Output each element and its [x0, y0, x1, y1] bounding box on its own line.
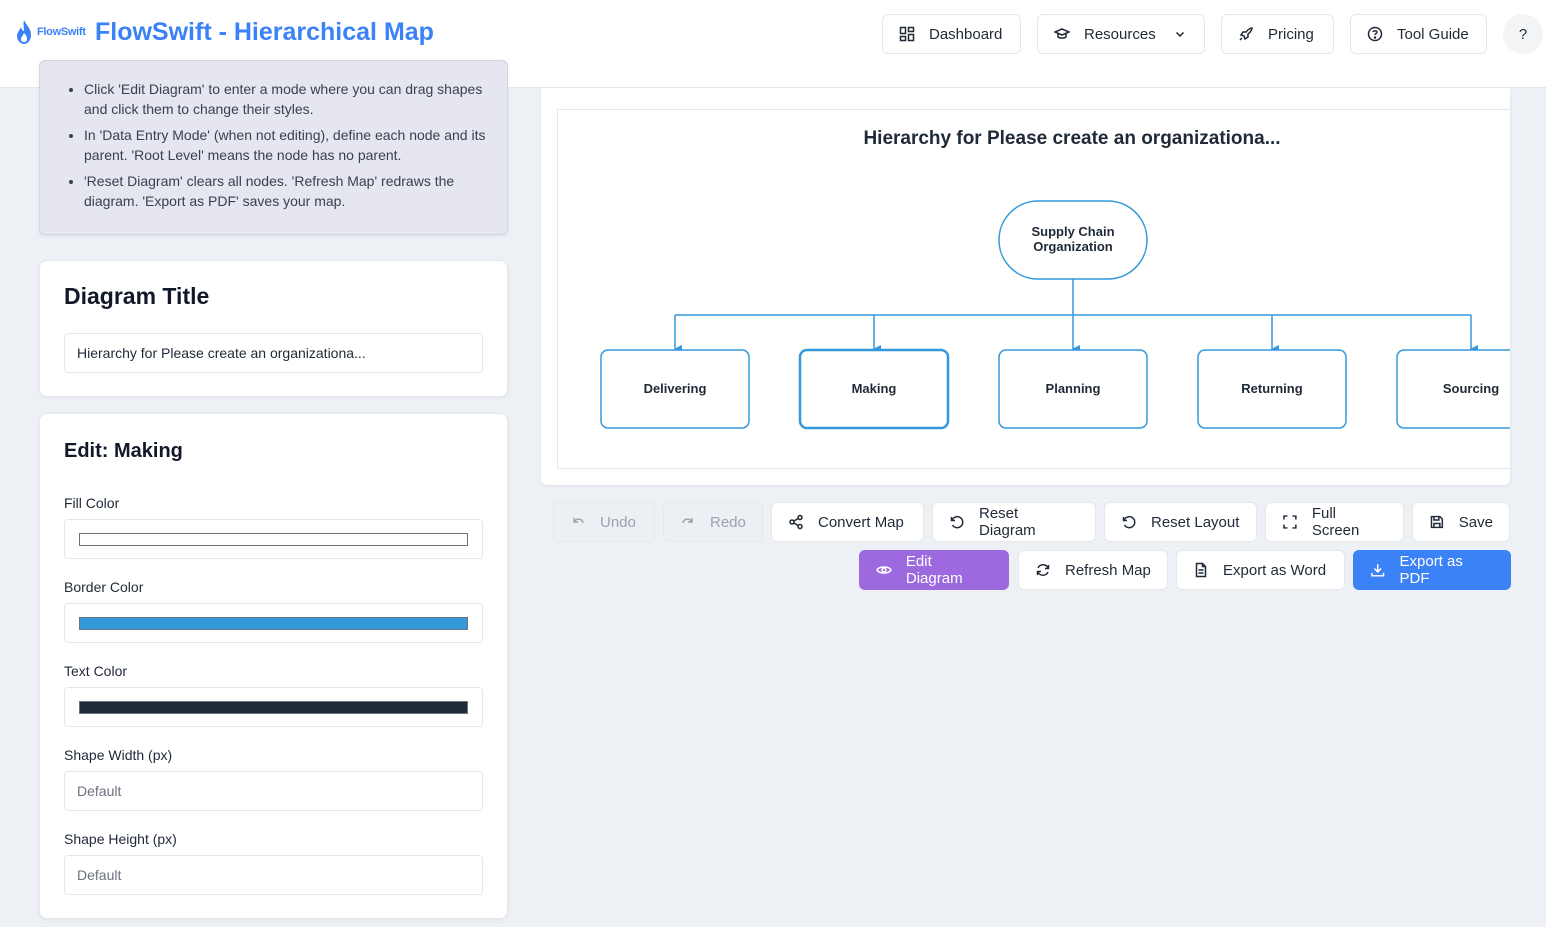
chevron-down-icon — [1175, 31, 1184, 38]
dashboard-button[interactable]: Dashboard — [882, 14, 1021, 54]
export-pdf-label: Export as PDF — [1399, 553, 1463, 587]
org-node-planning[interactable]: Planning — [998, 349, 1148, 429]
shape-height-label: Shape Height (px) — [64, 831, 177, 847]
convert-map-label: Convert Map — [818, 513, 904, 531]
download-icon — [1371, 564, 1385, 577]
export-word-button[interactable]: Export as Word — [1176, 550, 1345, 590]
share-nodes-icon — [789, 514, 803, 530]
rocket-icon — [1239, 27, 1253, 41]
help-circle-icon — [1367, 26, 1383, 42]
org-node-root-label: Supply Chain — [1031, 224, 1114, 239]
save-icon — [1430, 515, 1444, 529]
save-button[interactable]: Save — [1412, 502, 1510, 542]
border-color-swatch — [79, 617, 468, 630]
shape-width-input[interactable] — [64, 771, 483, 811]
org-node-making[interactable]: Making — [798, 348, 950, 430]
undo-button[interactable]: Undo — [553, 502, 655, 542]
instruction-item: In 'Data Entry Mode' (when not editing),… — [84, 125, 489, 165]
edit-node-heading: Edit: Making — [64, 440, 183, 462]
full-screen-button[interactable]: Full Screen — [1265, 502, 1404, 542]
org-node-delivering[interactable]: Delivering — [600, 349, 750, 429]
logo-text: FlowSwift — [37, 26, 86, 38]
shape-width-label: Shape Width (px) — [64, 747, 173, 763]
diagram-heading: Hierarchy for Please create an organizat… — [863, 128, 1281, 149]
diagram-title-card: Diagram Title — [39, 260, 508, 397]
dashboard-label: Dashboard — [929, 25, 1003, 43]
edit-diagram-label: Edit Diagram — [905, 553, 963, 587]
eye-icon — [876, 566, 892, 574]
instruction-item: 'Reset Diagram' clears all nodes. 'Refre… — [84, 171, 489, 211]
file-text-icon — [1195, 562, 1207, 578]
tool-guide-button[interactable]: Tool Guide — [1350, 14, 1487, 54]
org-node-label: Delivering — [644, 381, 707, 396]
reset-layout-button[interactable]: Reset Layout — [1104, 502, 1257, 542]
diagram-panel: Hierarchy for Please create an organizat… — [541, 88, 1510, 485]
instructions-list: Click 'Edit Diagram' to enter a mode whe… — [84, 79, 489, 217]
org-node-label: Sourcing — [1443, 381, 1499, 396]
logo[interactable]: FlowSwift — [14, 19, 86, 45]
pricing-button[interactable]: Pricing — [1221, 14, 1334, 54]
instructions-card: Click 'Edit Diagram' to enter a mode whe… — [39, 60, 508, 235]
convert-map-button[interactable]: Convert Map — [771, 502, 924, 542]
shape-height-input[interactable] — [64, 855, 483, 895]
undo-label: Undo — [600, 513, 636, 531]
fill-color-swatch — [79, 533, 468, 546]
border-color-label: Border Color — [64, 579, 144, 595]
org-node-returning[interactable]: Returning — [1197, 349, 1347, 429]
redo-label: Redo — [710, 513, 746, 531]
help-button[interactable]: ? — [1503, 14, 1543, 54]
tool-guide-label: Tool Guide — [1397, 25, 1469, 43]
org-node-label: Planning — [1046, 381, 1101, 396]
diagram-canvas: Hierarchy for Please create an organizat… — [557, 109, 1510, 469]
rotate-ccw-icon — [950, 515, 964, 529]
resources-label: Resources — [1084, 25, 1156, 43]
diagram-title-input[interactable] — [64, 333, 483, 373]
export-word-label: Export as Word — [1223, 561, 1327, 579]
edit-node-card: Edit: Making Fill Color Border Color Tex… — [39, 413, 508, 919]
org-node-root-label: Organization — [1033, 239, 1113, 254]
undo-icon — [573, 518, 584, 524]
edit-diagram-button[interactable]: Edit Diagram — [859, 550, 1009, 590]
rotate-ccw-icon — [1122, 515, 1136, 529]
org-node-label: Returning — [1241, 381, 1302, 396]
fill-color-picker[interactable] — [64, 519, 483, 559]
resources-dropdown[interactable]: Resources — [1037, 14, 1205, 54]
graduation-cap-icon — [1054, 28, 1070, 39]
refresh-map-button[interactable]: Refresh Map — [1018, 550, 1168, 590]
border-color-picker[interactable] — [64, 603, 483, 643]
reset-diagram-label: Reset Diagram — [979, 505, 1036, 539]
redo-icon — [682, 518, 693, 524]
reset-diagram-button[interactable]: Reset Diagram — [932, 502, 1096, 542]
instruction-item: Click 'Edit Diagram' to enter a mode whe… — [84, 79, 489, 119]
org-node-sourcing[interactable]: Sourcing — [1396, 349, 1510, 429]
save-label: Save — [1458, 513, 1493, 531]
full-screen-label: Full Screen — [1311, 505, 1360, 539]
flame-logo-icon — [17, 20, 31, 44]
expand-icon — [1283, 515, 1297, 529]
text-color-label: Text Color — [64, 663, 128, 679]
org-node-label: Making — [852, 381, 897, 396]
text-color-picker[interactable] — [64, 687, 483, 727]
app-title: FlowSwift - Hierarchical Map — [95, 18, 434, 46]
refresh-map-label: Refresh Map — [1065, 561, 1151, 579]
text-color-swatch — [79, 701, 468, 714]
export-pdf-button[interactable]: Export as PDF — [1353, 550, 1511, 590]
redo-button[interactable]: Redo — [663, 502, 763, 542]
reset-layout-label: Reset Layout — [1151, 513, 1240, 531]
refresh-icon — [1036, 564, 1050, 576]
diagram-title-heading: Diagram Title — [64, 283, 210, 309]
fill-color-label: Fill Color — [64, 495, 120, 511]
pricing-label: Pricing — [1268, 25, 1314, 43]
grid-icon — [899, 26, 915, 42]
